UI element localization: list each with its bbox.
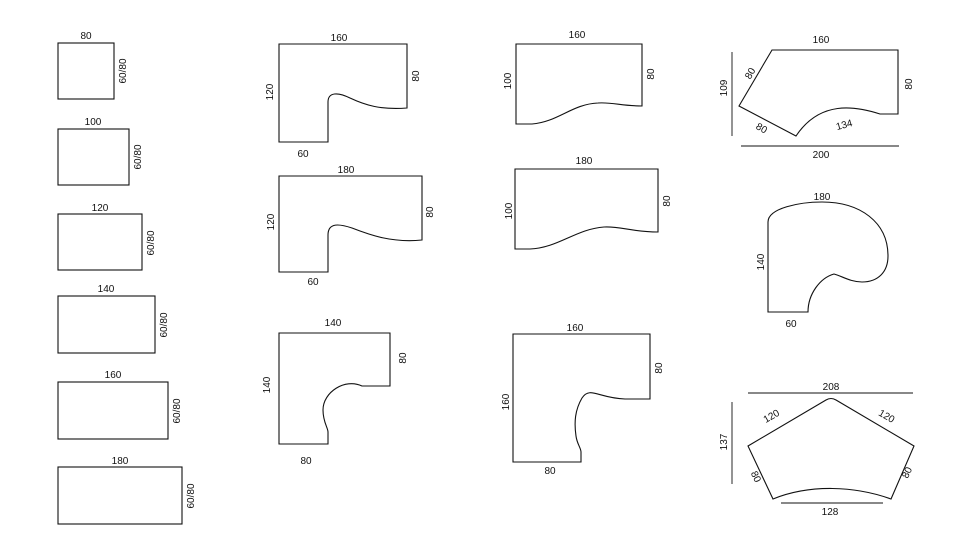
pentagon-desk-outline xyxy=(747,397,915,500)
rect-desk-80-width-label: 80 xyxy=(80,31,92,42)
corner-desk-160-top-label: 160 xyxy=(331,33,348,44)
corner-desk-180-top-label: 180 xyxy=(338,165,355,176)
corner-desk-140-bottom-label: 80 xyxy=(300,456,312,467)
corner-desk-140-outline xyxy=(278,332,391,445)
rect-desk-140: 140 60/80 xyxy=(57,284,170,354)
angled-desk-width-label: 200 xyxy=(813,150,830,161)
wave-desk-160-top-label: 160 xyxy=(569,30,586,41)
rect-desk-180-width-label: 180 xyxy=(112,456,129,467)
rect-desk-120-depth-label: 60/80 xyxy=(146,230,157,255)
corner-desk-160-outline xyxy=(278,43,408,143)
rect-desk-160-width-label: 160 xyxy=(105,370,122,381)
corner-desk-140-height-label: 140 xyxy=(262,376,273,393)
pentagon-desk-bottom-label: 128 xyxy=(822,507,839,518)
corner-desk-180-bottom-label: 60 xyxy=(307,277,319,288)
pentagon-desk-right-label: 80 xyxy=(900,465,915,480)
rect-desk-180: 180 60/80 xyxy=(57,456,197,525)
rect-desk-100: 100 60/80 xyxy=(57,117,144,186)
corner-desk-160b-height-label: 160 xyxy=(501,393,512,410)
rect-desk-160-depth-label: 60/80 xyxy=(172,398,183,423)
round-desk-height-label: 140 xyxy=(756,253,767,270)
corner-desk-160-side-label: 80 xyxy=(411,70,422,82)
corner-desk-180-side-label: 80 xyxy=(425,206,436,218)
corner-desk-180-height-label: 120 xyxy=(266,213,277,230)
rect-desk-120-width-label: 120 xyxy=(92,203,109,214)
rect-desk-100-outline xyxy=(57,128,130,186)
pentagon-desk: 208 120 120 137 80 80 128 xyxy=(719,382,915,518)
corner-desk-160b: 160 80 160 80 xyxy=(501,323,665,477)
wave-desk-160-side-label: 80 xyxy=(646,68,657,80)
rect-desk-140-outline xyxy=(57,295,156,354)
round-desk-top-label: 180 xyxy=(814,192,831,203)
corner-desk-160: 160 80 120 60 xyxy=(265,33,422,160)
angled-desk-right-label: 80 xyxy=(904,78,915,90)
rect-desk-80-outline xyxy=(57,42,115,100)
rect-desk-140-width-label: 140 xyxy=(98,284,115,295)
wave-desk-180-side-label: 80 xyxy=(662,195,673,207)
angled-desk-upper-left-label: 80 xyxy=(743,66,758,82)
corner-desk-160b-bottom-label: 80 xyxy=(544,466,556,477)
corner-desk-140-top-label: 140 xyxy=(325,318,342,329)
wave-desk-160-outline xyxy=(515,43,643,125)
rect-desk-80-depth-label: 60/80 xyxy=(118,58,129,83)
wave-desk-180: 180 80 100 xyxy=(504,156,673,250)
corner-desk-180-outline xyxy=(278,175,423,273)
corner-desk-160b-side-label: 80 xyxy=(654,362,665,374)
corner-desk-160-height-label: 120 xyxy=(265,83,276,100)
corner-desk-160-bottom-label: 60 xyxy=(297,149,309,160)
wave-desk-160: 160 80 100 xyxy=(503,30,657,125)
angled-desk-top-label: 160 xyxy=(813,35,830,46)
pentagon-desk-height-label: 137 xyxy=(719,433,730,450)
corner-desk-140-side-label: 80 xyxy=(398,352,409,364)
corner-desk-140: 140 80 140 80 xyxy=(262,318,409,467)
rect-desk-120-outline xyxy=(57,213,143,271)
angled-desk-outline xyxy=(738,49,899,137)
wave-desk-160-height-label: 100 xyxy=(503,72,514,89)
rect-desk-180-outline xyxy=(57,466,183,525)
rect-desk-160: 160 60/80 xyxy=(57,370,183,440)
rect-desk-80: 80 60/80 xyxy=(57,31,129,100)
corner-desk-160b-outline xyxy=(512,333,651,463)
rect-desk-100-depth-label: 60/80 xyxy=(133,144,144,169)
pentagon-desk-upper-left-label: 120 xyxy=(762,408,782,426)
angled-desk-lower-left-label: 80 xyxy=(754,121,770,136)
corner-desk-160b-top-label: 160 xyxy=(567,323,584,334)
angled-desk: 160 80 80 80 109 134 200 xyxy=(719,35,915,161)
wave-desk-180-top-label: 180 xyxy=(576,156,593,167)
rect-desk-160-outline xyxy=(57,381,169,440)
wave-desk-180-outline xyxy=(514,168,659,250)
pentagon-desk-upper-right-label: 120 xyxy=(876,408,896,426)
rect-desk-100-width-label: 100 xyxy=(85,117,102,128)
rect-desk-180-depth-label: 60/80 xyxy=(186,483,197,508)
round-desk-bottom-label: 60 xyxy=(785,319,797,330)
rect-desk-120: 120 60/80 xyxy=(57,203,157,271)
round-desk-outline xyxy=(767,201,889,313)
corner-desk-180: 180 80 120 60 xyxy=(266,165,436,288)
rect-desk-140-depth-label: 60/80 xyxy=(159,312,170,337)
pentagon-desk-width-label: 208 xyxy=(823,382,840,393)
round-desk: 180 140 60 xyxy=(756,192,889,330)
angled-desk-height-label: 109 xyxy=(719,79,730,96)
angled-desk-curve-label: 134 xyxy=(835,118,854,133)
pentagon-desk-left-label: 80 xyxy=(748,470,763,485)
wave-desk-180-height-label: 100 xyxy=(504,202,515,219)
